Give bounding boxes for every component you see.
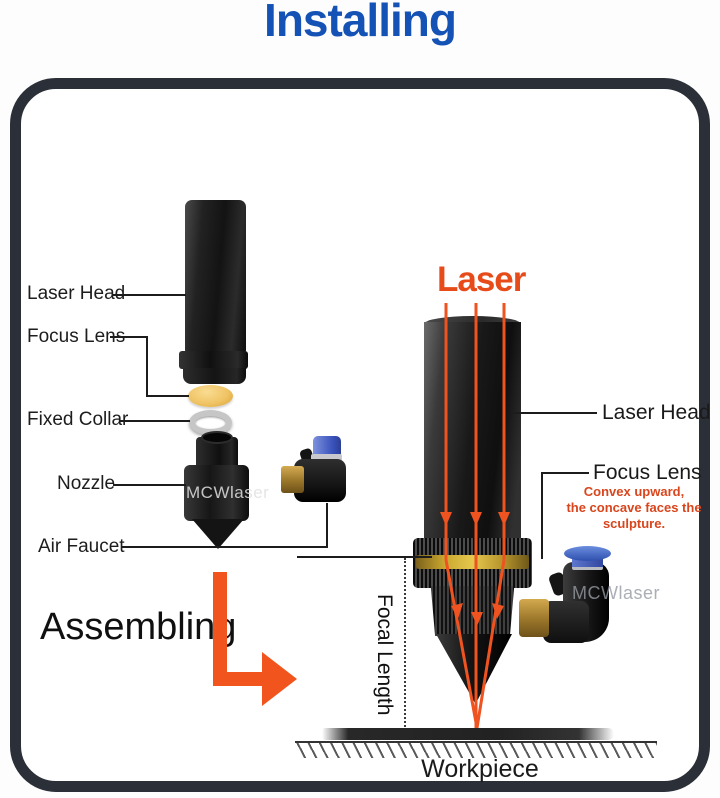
assembled-focus-lens-band bbox=[416, 555, 529, 569]
leader-nozzle bbox=[113, 484, 186, 486]
workpiece-bar bbox=[322, 728, 614, 740]
assembling-caption: Assembling bbox=[40, 606, 237, 648]
note-line-1: Convex upward, bbox=[583, 484, 685, 499]
leader-air-faucet-h bbox=[122, 546, 328, 548]
note-line-2: the concave faces the bbox=[566, 500, 702, 515]
leader-assembled-focus-lens-v bbox=[541, 472, 543, 559]
label-focus-lens: Focus Lens bbox=[27, 326, 126, 347]
assembled-air-faucet-brass-nut bbox=[519, 599, 549, 637]
air-faucet-collar bbox=[311, 454, 342, 461]
assembled-air-faucet-collar bbox=[572, 564, 603, 570]
air-faucet-blue-connector bbox=[313, 436, 341, 456]
label-laser-head: Laser Head bbox=[27, 283, 126, 304]
label-air-faucet: Air Faucet bbox=[38, 536, 125, 557]
diagram-panel bbox=[10, 78, 710, 792]
air-faucet-brass-nut bbox=[281, 466, 304, 493]
leader-assembled-laser-head bbox=[512, 412, 597, 414]
workpiece-label: Workpiece bbox=[421, 755, 539, 783]
label-assembled-focus-lens: Focus Lens bbox=[593, 461, 702, 484]
leader-assembled-focus-lens-h bbox=[542, 472, 589, 474]
tube-end-ring-lower bbox=[183, 368, 246, 384]
leader-laser-head bbox=[113, 294, 186, 296]
assembled-laser-head-tube bbox=[424, 322, 521, 540]
leader-focus-lens-h1 bbox=[110, 336, 148, 338]
watermark: MCWlaser bbox=[572, 583, 660, 603]
nozzle-body bbox=[184, 465, 249, 521]
label-nozzle: Nozzle bbox=[57, 473, 116, 494]
leader-air-faucet-v bbox=[326, 503, 328, 548]
watermark: MCWlaser bbox=[186, 483, 270, 502]
note-line-3: sculpture. bbox=[602, 516, 666, 531]
tube-end-ring bbox=[179, 351, 248, 369]
label-fixed-collar: Fixed Collar bbox=[27, 409, 129, 430]
ground-hatching bbox=[295, 743, 657, 758]
focal-length-top-tick bbox=[297, 556, 432, 558]
laser-head-tube bbox=[185, 200, 246, 352]
leader-fixed-collar bbox=[119, 420, 190, 422]
leader-focus-lens-v bbox=[146, 336, 148, 397]
laser-beam-label: Laser bbox=[437, 260, 526, 299]
nozzle-cone bbox=[192, 519, 244, 549]
focus-lens-disc bbox=[188, 385, 233, 407]
page-title: Installing bbox=[264, 0, 457, 46]
label-assembled-laser-head: Laser Head bbox=[602, 401, 711, 424]
nozzle-opening bbox=[201, 431, 233, 444]
assembled-air-faucet-blue-flange bbox=[564, 546, 611, 561]
focal-length-label: Focal Length bbox=[373, 594, 396, 716]
leader-focus-lens-h2 bbox=[146, 395, 189, 397]
focus-lens-note: Convex upward, the concave faces the scu… bbox=[566, 484, 702, 532]
focal-length-dotted-line bbox=[404, 558, 406, 730]
assembled-air-faucet-elbow-horizontal bbox=[543, 601, 589, 643]
ground-line bbox=[295, 741, 657, 743]
assembled-nozzle-holder bbox=[430, 586, 515, 636]
